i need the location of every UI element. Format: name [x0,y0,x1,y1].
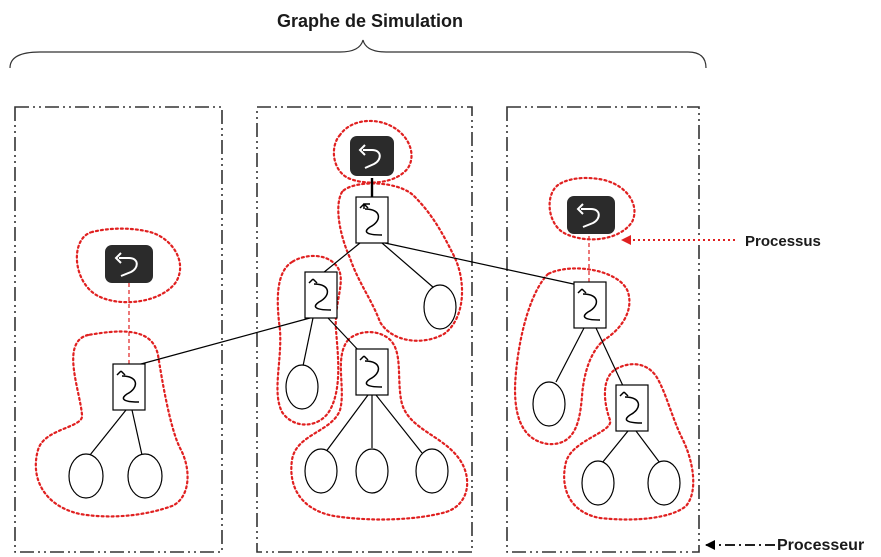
edge-c2-c2left [322,242,361,274]
leaf-node [127,453,163,499]
process-outline-p3-root [548,176,636,241]
process-outline-p1-sim [34,330,189,518]
coordinator-nodes [112,196,649,432]
process-outline-p2-mid [337,182,464,342]
title-brace [9,39,707,69]
leaf-nodes [68,284,681,506]
root-node-p2 [350,136,394,176]
edge-c2left-leaf [302,317,314,367]
root-nodes [105,136,615,283]
leaf-node [355,448,389,494]
coordinator-node-p2-left [304,271,338,319]
leaf-node [423,284,457,330]
coordinator-node-p2-top [355,196,389,244]
process-label: Processus [745,233,821,250]
process-outlines [34,119,695,521]
processor-frame-3 [506,106,700,553]
leaf-node [647,460,681,506]
root-node-p1 [105,245,153,283]
edge-c2-c3 [384,242,579,286]
graph-edges [89,178,661,464]
processor-frames [14,106,700,553]
edge-c3b-leaf1 [601,430,629,464]
coordinator-node-p3 [573,281,607,329]
leaf-node [581,460,615,506]
processor-frame-1 [14,106,223,553]
edge-c2left-c1 [129,317,311,368]
process-outline-p3-mid [514,267,631,446]
processor-label: Processeur [777,537,864,554]
edge-c2-leaf [381,242,435,289]
leaf-node [285,364,319,410]
process-outline-p3-bottom [563,363,695,521]
edge-c3-leaf [555,327,585,383]
leaf-node [532,381,566,427]
edge-c2left-c2bottom [327,317,361,353]
leaf-node [68,453,104,499]
coordinator-node-p2-bottom [355,348,389,396]
edge-c2b-leaf3 [375,394,423,454]
coordinator-node-p3-bottom [615,384,649,432]
edge-c1-leaf2 [131,409,143,456]
diagram-title: Graphe de Simulation [277,11,463,31]
coordinator-node-p1 [112,363,146,411]
root-node-p3 [567,196,615,234]
return-arrow-icon [576,203,584,215]
edge-c2b-leaf1 [324,394,369,454]
return-arrow-icon [114,252,122,264]
leaf-node [304,448,338,494]
process-outline-p2-bottom [290,331,469,521]
process-outline-p1-root [75,227,182,304]
edge-c3-c3b [595,327,625,389]
process-outline-p2-left [276,254,342,426]
leaf-node [415,448,449,494]
process-outline-p2-root [332,119,413,184]
return-arrow-icon [358,144,366,156]
edge-c3b-leaf2 [635,430,661,464]
edge-c1-leaf1 [89,409,127,456]
